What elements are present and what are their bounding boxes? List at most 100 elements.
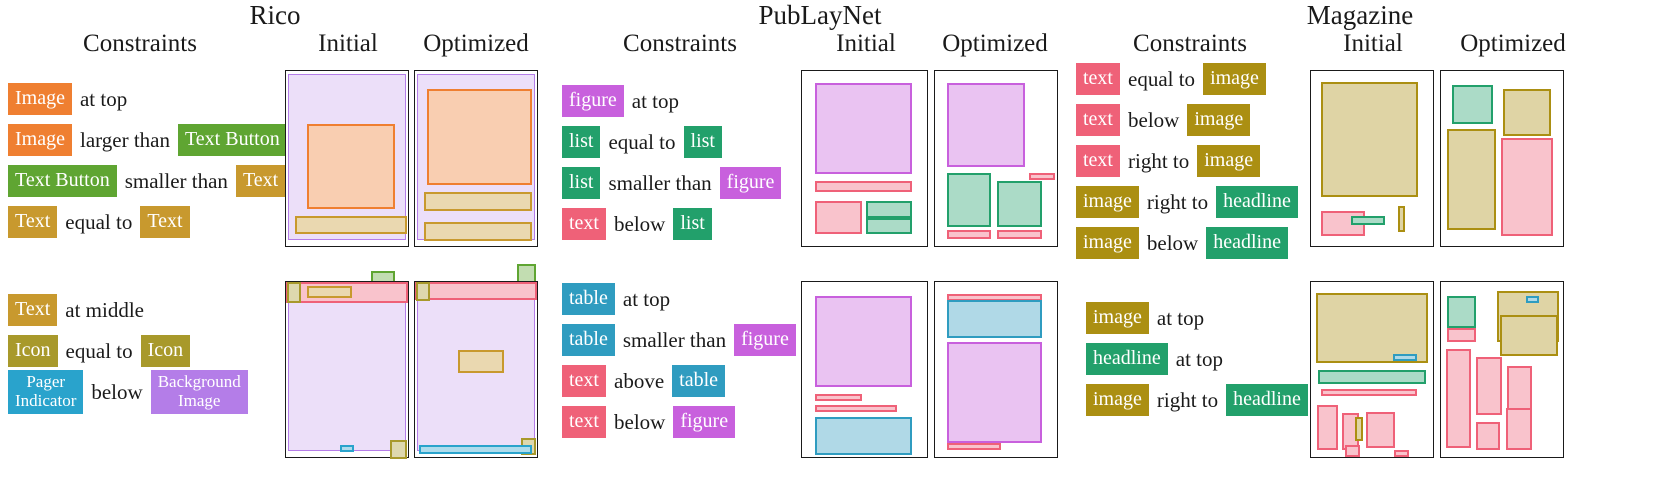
constraint-relation-label: at top: [622, 286, 671, 311]
layout-element-image: [1320, 81, 1419, 197]
constraint-object-chip: image: [1197, 145, 1261, 177]
constraint-subject-chip: Icon: [8, 335, 58, 367]
layout-background-image: [287, 284, 407, 451]
constraint-subject-chip: image: [1086, 302, 1149, 334]
layout-element-list: [947, 172, 992, 227]
layout-element-text: [814, 181, 912, 192]
column-head-rico-optimized: Optimized: [423, 30, 529, 57]
layout-element-text: [1317, 404, 1338, 450]
constraint-subject-chip: text: [562, 406, 606, 438]
canvas-magazine-row2-initial: [1310, 281, 1434, 458]
layout-element-image: [306, 123, 395, 210]
layout-element-text: [947, 230, 992, 239]
dataset-title-magazine: Magazine: [1306, 0, 1414, 30]
constraint-object-chip: headline: [1216, 186, 1298, 218]
layout-element-figure: [947, 341, 1043, 443]
constraint-relation-label: equal to: [608, 129, 676, 154]
constraint-subject-chip: figure: [562, 85, 624, 117]
constraint-relation-label: at top: [79, 86, 128, 111]
canvas-rico-row1-initial: [285, 70, 409, 316]
canvas-magazine-row1-initial: [1310, 70, 1434, 247]
layout-element-image: [1397, 205, 1405, 232]
canvas-publaynet-row1-initial: [801, 70, 928, 247]
constraint-subject-chip: Text: [8, 294, 58, 326]
constraint-subject-chip: image: [1086, 384, 1149, 416]
constraint-relation-label: below: [1128, 107, 1180, 132]
constraint-object-chip: figure: [719, 167, 782, 199]
constraint-subject-chip: Image: [8, 124, 72, 156]
constraint-row: Image at top: [8, 83, 287, 115]
column-head-magazine-initial: Initial: [1343, 30, 1403, 57]
canvas-magazine-row1-optimized: [1440, 70, 1564, 247]
column-head-rico-initial: Initial: [318, 30, 378, 57]
constraint-relation-label: below: [91, 379, 143, 404]
constraint-object-chip: Text Button: [177, 124, 287, 156]
layout-element-image: [1447, 128, 1496, 231]
layout-element-image: [1499, 315, 1559, 356]
layout-element-text: [294, 216, 407, 234]
layout-element-icon: [389, 439, 407, 459]
column-head-magazine-constraints: Constraints: [1133, 30, 1247, 57]
constraint-object-chip: table: [672, 365, 726, 397]
constraint-relation-label: right to: [1156, 387, 1219, 412]
layout-element-text: [1476, 357, 1502, 415]
constraint-subject-chip: Image: [8, 83, 72, 115]
constraint-relation-label: smaller than: [124, 168, 228, 193]
layout-element-text: [1447, 327, 1477, 342]
constraint-relation-label: equal to: [1128, 66, 1196, 91]
column-head-publaynet-initial: Initial: [836, 30, 896, 57]
constraint-relation-label: below: [614, 409, 666, 434]
constraint-object-chip: figure: [734, 324, 796, 356]
constraint-relation-label: right to: [1128, 148, 1190, 173]
constraint-relation-label: below: [1146, 230, 1199, 255]
constraint-row: Image larger than Text Button: [8, 124, 287, 156]
layout-element-image: [1503, 88, 1551, 136]
layout-element-text: [1500, 137, 1554, 236]
constraint-relation-label: larger than: [79, 127, 170, 152]
constraint-relation-label: at top: [631, 88, 680, 113]
column-head-rico-constraints: Constraints: [83, 30, 197, 57]
layout-element-image: [1315, 292, 1429, 363]
layout-element-text: [1345, 444, 1360, 457]
constraint-object-chip: list: [683, 126, 722, 158]
layout-element-table: [1526, 296, 1539, 303]
constraint-subject-chip: table: [562, 283, 615, 315]
layout-element-headline: [1351, 216, 1386, 225]
constraint-object-chip: figure: [673, 406, 736, 438]
dataset-title-publaynet: PubLayNet: [758, 0, 882, 30]
layout-element-list: [865, 218, 912, 234]
canvas-magazine-row2-optimized: [1440, 281, 1564, 458]
layout-element-image: [1354, 416, 1364, 442]
layout-element-text: [1505, 408, 1533, 450]
layout-element-table: [1392, 353, 1418, 361]
constraint-relation-label: equal to: [65, 338, 133, 363]
layout-element-figure: [814, 296, 912, 387]
canvas-rico-row1-optimized: [414, 70, 538, 292]
constraint-relation-label: equal to: [65, 209, 133, 234]
layout-element-text: [423, 191, 533, 211]
layout-element-figure: [947, 83, 1026, 168]
column-head-publaynet-optimized: Optimized: [942, 30, 1048, 57]
layout-element-image: [427, 88, 533, 185]
constraint-subject-chip: headline: [1086, 343, 1168, 375]
constraint-object-chip: image: [1187, 104, 1251, 136]
constraint-row: figure at top: [562, 85, 781, 117]
layout-element-table: [947, 299, 1043, 338]
constraint-subject-chip: text: [562, 208, 606, 240]
layout-element-table: [814, 416, 912, 456]
